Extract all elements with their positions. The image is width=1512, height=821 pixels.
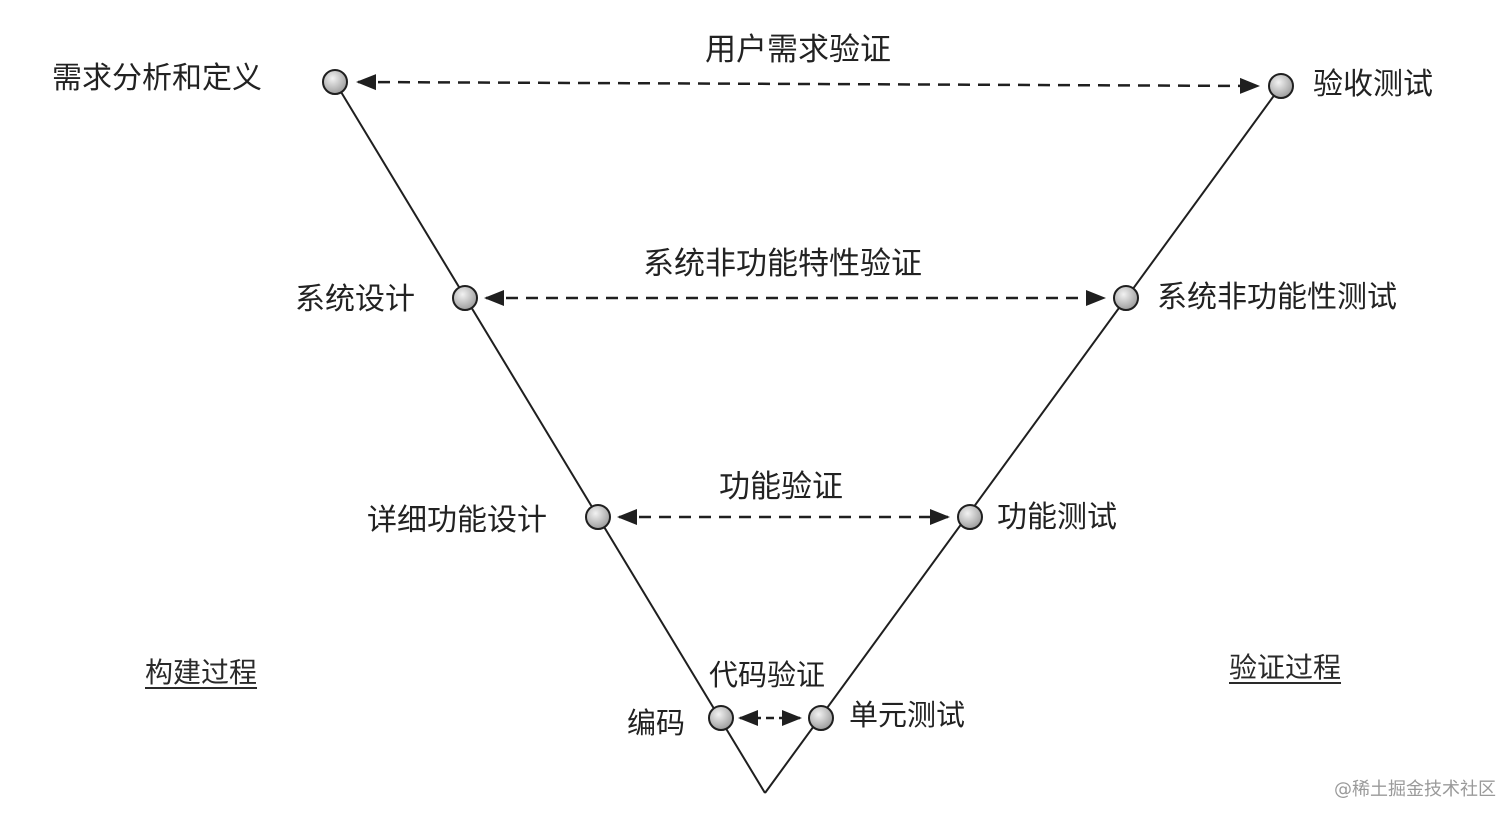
node-nonfunctional-test <box>1113 285 1139 311</box>
arrow-user-requirement <box>356 74 1260 94</box>
left-branch-line <box>334 81 766 794</box>
verify-process-label: 验证过程 <box>1229 651 1342 684</box>
node-acceptance-test <box>1268 73 1294 99</box>
verification-code-label: 代码验证 <box>709 658 826 692</box>
node-coding <box>708 705 734 731</box>
watermark-text: @稀土掘金技术社区 <box>1334 779 1496 800</box>
stage-system-design-label: 系统设计 <box>295 282 415 317</box>
node-unit-test <box>808 705 834 731</box>
node-functional-test <box>957 504 983 530</box>
right-branch-line <box>764 85 1282 794</box>
node-system-design <box>452 285 478 311</box>
stage-requirements-label: 需求分析和定义 <box>52 61 262 96</box>
node-detailed-design <box>585 504 611 530</box>
stage-nonfunctional-test-label: 系统非功能性测试 <box>1157 280 1397 315</box>
node-requirements <box>322 69 348 95</box>
verification-nonfunctional-label: 系统非功能特性验证 <box>643 246 922 282</box>
stage-detailed-design-label: 详细功能设计 <box>367 503 547 538</box>
stage-acceptance-test-label: 验收测试 <box>1313 67 1433 102</box>
stage-unit-test-label: 单元测试 <box>849 698 966 732</box>
build-process-label: 构建过程 <box>145 656 258 689</box>
stage-functional-test-label: 功能测试 <box>997 500 1117 535</box>
stage-coding-label: 编码 <box>627 706 686 740</box>
verification-user-requirement-label: 用户需求验证 <box>705 32 891 68</box>
verification-functional-label: 功能验证 <box>719 469 843 505</box>
